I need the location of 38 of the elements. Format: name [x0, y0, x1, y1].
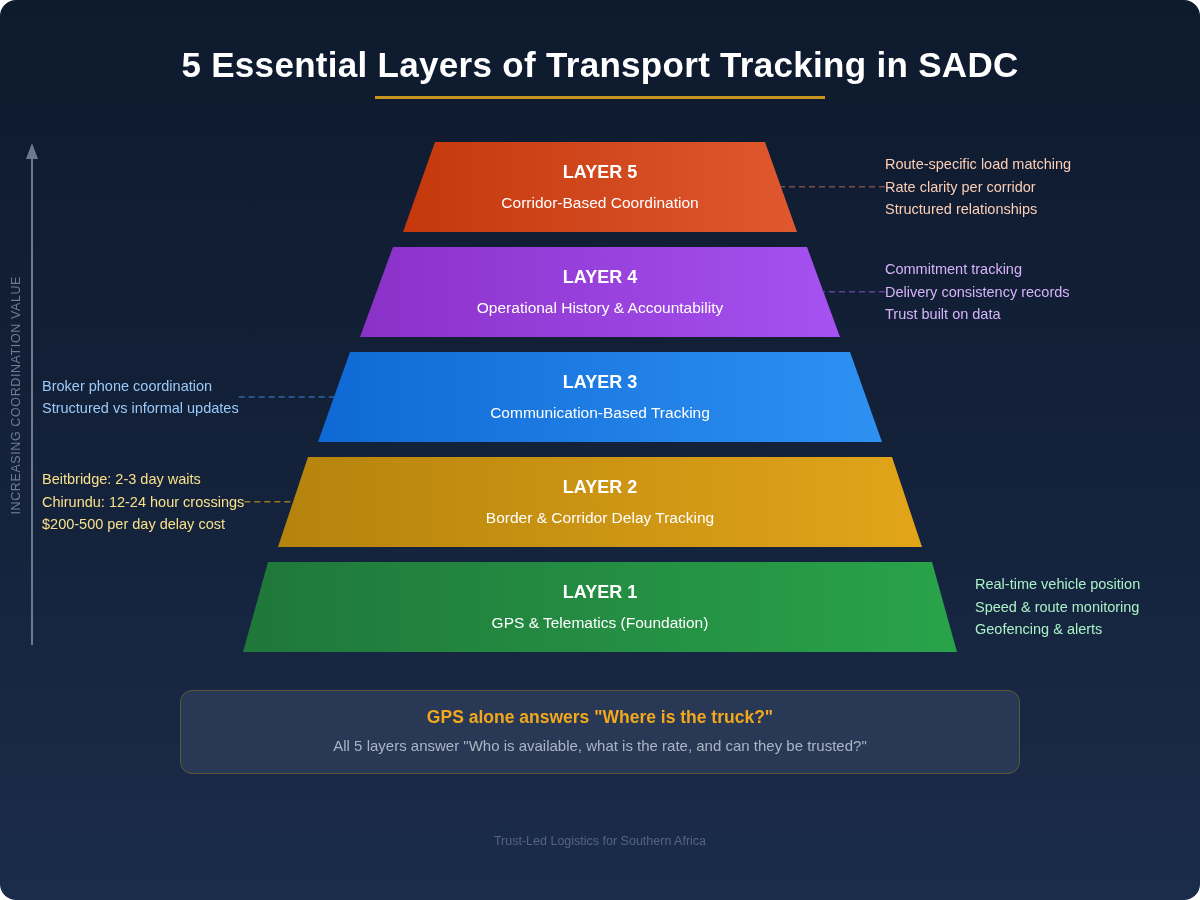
layer-number: LAYER 3: [562, 370, 638, 393]
note-text: Geofencing & alerts: [975, 620, 1103, 639]
layer-number: LAYER 1: [562, 580, 638, 603]
title: 5 Essential Layers of Transport Tracking in SADC: [181, 44, 1019, 86]
note-text: Rate clarity per corridor: [885, 177, 1036, 197]
note-text: Real-time vehicle position: [975, 575, 1141, 594]
note-text: $200-500 per day delay cost: [42, 515, 225, 534]
callout-box: [180, 690, 1020, 774]
leader-line: [237, 396, 335, 398]
layer-title: GPS & Telematics (Foundation): [491, 612, 709, 633]
layer-title: Border & Corridor Delay Tracking: [485, 507, 715, 528]
note-text: Trust built on data: [885, 305, 1001, 324]
note-text: Delivery consistency records: [885, 282, 1070, 302]
note-text: Speed & route monitoring: [975, 597, 1140, 617]
axis-label: INCREASING COORDINATION VALUE: [9, 275, 24, 514]
layer-title: Communication-Based Tracking: [490, 402, 710, 423]
note-text: Broker phone coordination: [42, 376, 213, 396]
layer-title: Operational History & Accountability: [476, 297, 724, 318]
pyramid-layer: [403, 142, 797, 232]
note-text: Route-specific load matching: [885, 155, 1072, 174]
note-text: Structured vs informal updates: [42, 399, 239, 418]
layer-number: LAYER 2: [562, 475, 638, 498]
layer-number: LAYER 4: [562, 265, 638, 288]
pyramid-layer: [278, 457, 922, 547]
layer-title: Corridor-Based Coordination: [501, 192, 699, 213]
footer-text: Trust-Led Logistics for Southern Africa: [493, 833, 707, 849]
pyramid-layer: [318, 352, 882, 442]
callout-text: All 5 layers answer "Who is available, what is the rate, and can they be trusted?": [333, 735, 867, 755]
callout-heading: GPS alone answers "Where is the truck?": [426, 707, 774, 729]
note-text: Structured relationships: [885, 200, 1038, 219]
note-text: Chirundu: 12-24 hour crossings: [42, 492, 245, 512]
note-text: Commitment tracking: [885, 260, 1022, 279]
leader-line: [822, 291, 886, 293]
pyramid-layer: [243, 562, 957, 652]
pyramid-layer: [360, 247, 840, 337]
leader-line: [780, 186, 886, 188]
layer-number: LAYER 5: [562, 160, 638, 183]
note-text: Beitbridge: 2-3 day waits: [42, 470, 201, 489]
